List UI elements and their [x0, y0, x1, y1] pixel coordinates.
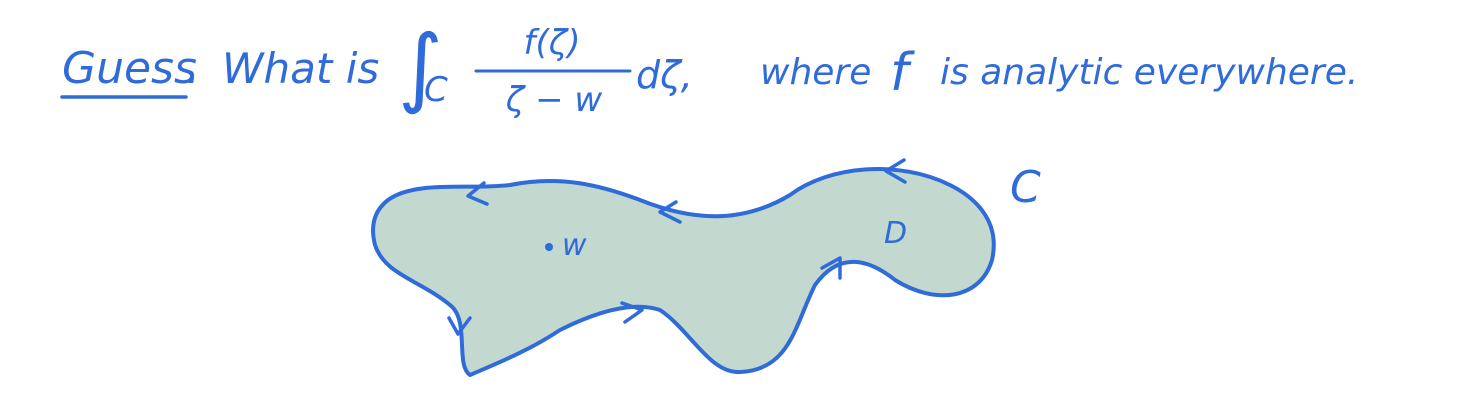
condition-rest: is analytic everywhere. — [940, 52, 1358, 93]
integral-subscript: C — [424, 70, 448, 110]
condition-where: where — [760, 52, 871, 93]
condition-f: f — [890, 43, 915, 103]
contour-arrows — [447, 158, 907, 336]
arrow-top-right — [884, 158, 907, 184]
arrow-bottom-right — [820, 256, 842, 280]
guess-heading: Guess — [62, 43, 197, 94]
arrow-top-left — [466, 181, 489, 206]
fraction-numerator: f(ζ) — [524, 23, 581, 63]
point-w-dot — [545, 243, 553, 251]
differential: dζ, — [636, 53, 693, 97]
region-d-shape — [371, 166, 996, 377]
fraction-denominator: ζ − w — [505, 80, 603, 120]
integral-sign: ∫ — [398, 17, 443, 117]
guess-period: . — [186, 43, 200, 94]
headline: Guess . What is ∫ C f(ζ) ζ − w dζ, where… — [60, 17, 1358, 120]
contour-diagram: w D C — [371, 158, 1041, 377]
contour-c-label: C — [1010, 162, 1041, 213]
arrow-top-middle — [658, 200, 682, 224]
region-d-label: D — [884, 216, 907, 251]
point-w-label: w — [562, 228, 587, 263]
arrow-left-down — [447, 316, 472, 336]
question-text: What is — [222, 44, 379, 93]
arrow-bottom-middle — [620, 301, 644, 324]
